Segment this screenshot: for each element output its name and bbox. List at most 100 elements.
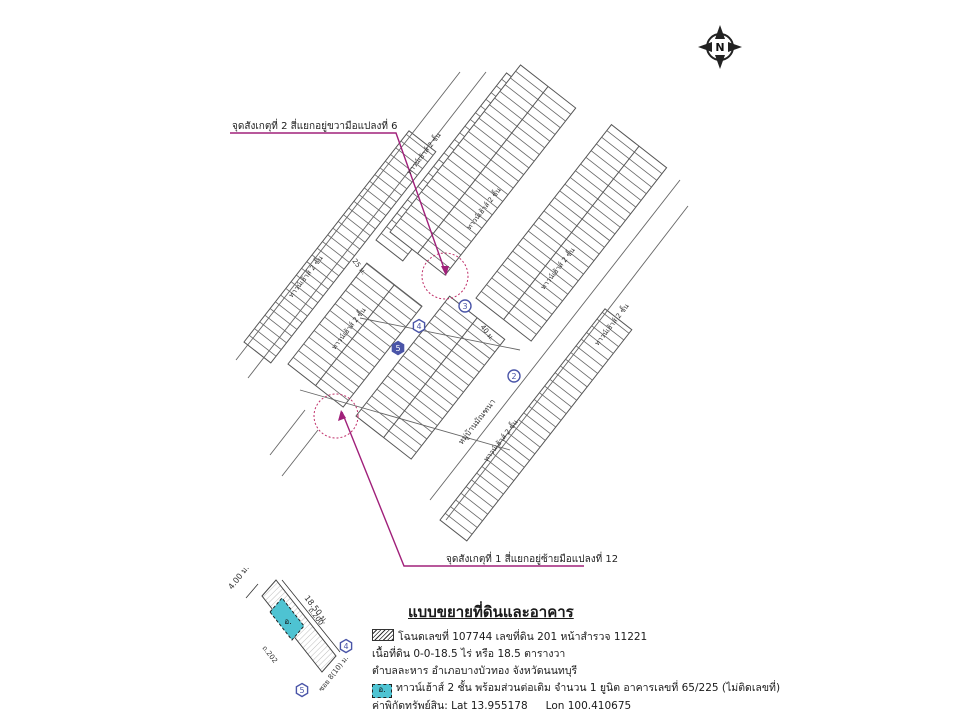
north-label: N (715, 41, 724, 54)
lot-divider (290, 281, 319, 303)
lot-divider (395, 147, 423, 170)
lot-divider (269, 308, 298, 330)
lot-divider (533, 399, 562, 421)
road-edge (429, 179, 681, 501)
lot-divider (575, 345, 604, 368)
lot-divider (296, 274, 324, 297)
lot-divider (450, 506, 478, 528)
lot-divider (248, 334, 277, 357)
lot-divider (507, 432, 536, 455)
lot-divider (565, 358, 593, 381)
legend-deed-line: โฉนดเลขที่ 107744 เลขที่ดิน 201 หน้าสำรว… (372, 628, 647, 645)
row-backline (417, 86, 549, 254)
parcel-blocks (243, 64, 668, 542)
callout-point1-text: จุดสังเกตุที่ 1 สี่แยกอยู่ซ้ายมือแปลงที่… (446, 551, 618, 565)
lot-divider (596, 318, 625, 341)
lot-divider (549, 379, 577, 401)
marker-2: 2 (507, 369, 521, 383)
row-backline (383, 317, 478, 438)
lot-divider (497, 446, 525, 468)
lot-divider (586, 332, 614, 354)
lot-divider (317, 247, 345, 270)
legend-location-line: ตำบลละหาร อำเภอบางบัวทอง จังหวัดนนทบุรี (372, 665, 578, 677)
legend-coord-line: ค่าพิกัดทรัพย์สิน: Lat 13.955178 Lon 100.… (372, 697, 631, 714)
intersection-circle-top (421, 252, 469, 300)
lot-divider (374, 174, 402, 196)
legend-unit-text: ทาวน์เฮ้าส์ 2 ชั้น พร้อมส่วนต่อเติม จำนว… (396, 682, 781, 694)
coord-lat: Lat 13.955178 (451, 700, 528, 712)
svg-text:4: 4 (343, 642, 348, 651)
lot-divider (444, 512, 473, 535)
lot-divider (285, 288, 313, 310)
hatch-swatch-icon (372, 629, 394, 641)
road-edge (247, 71, 487, 379)
lot-divider (369, 180, 397, 203)
lot-divider (306, 261, 334, 283)
lot-divider (471, 479, 499, 502)
lot-row (439, 308, 633, 542)
lot-divider (390, 154, 418, 176)
legend-deed-text: โฉนดเลขที่ 107744 เลขที่ดิน 201 หน้าสำรว… (398, 631, 648, 643)
lot-divider (275, 301, 303, 324)
inset-unit-highlight (269, 597, 305, 641)
lot-divider (591, 325, 619, 348)
road-edge (269, 409, 306, 456)
legend-area-line: เนื้อที่ดิน 0-0-18.5 ไร่ หรือ 18.5 ตาราง… (372, 648, 566, 660)
lot-divider (523, 412, 551, 435)
inset-dim-width: 4.00 ม. (226, 563, 250, 591)
lot-divider (301, 268, 329, 290)
legend-title: แบบขยายที่ดินและอาคาร (408, 603, 574, 621)
lot-divider (380, 232, 409, 255)
lot-divider (337, 221, 366, 243)
lot-divider (358, 194, 387, 216)
road-edge (299, 389, 511, 451)
lot-divider (455, 499, 483, 522)
lot-divider (601, 312, 630, 334)
lot-divider (385, 160, 413, 183)
lot-divider (502, 439, 530, 461)
callout-point2: จุดสังเกตุที่ 2 สี่แยกอยู่ขวามือแปลงที่ … (230, 118, 449, 276)
callout-point2-text: จุดสังเกตุที่ 2 สี่แยกอยู่ขวามือแปลงที่ … (232, 118, 398, 132)
lot-divider (544, 385, 572, 408)
marker-5: 5 (391, 340, 405, 356)
lot-divider (343, 214, 371, 236)
coord-lon: Lon 100.410675 (545, 700, 632, 712)
inset-parcel-diagram: อ. 4.00 ม. 18.50 ม. ถ.200 ถ.202 ซอย 8(10… (226, 563, 353, 698)
lot-divider (311, 254, 340, 277)
lot-divider (554, 372, 583, 394)
road-edge (359, 317, 521, 351)
row-backline (503, 145, 640, 320)
lot-divider (332, 227, 361, 250)
lot-divider (348, 207, 376, 230)
lot-divider (518, 419, 546, 441)
road-edge (235, 71, 461, 361)
lot-divider (353, 201, 381, 223)
marker-3: 3 (458, 299, 472, 313)
legend-unit-line: อ. ทาวน์เฮ้าส์ 2 ชั้น พร้อมส่วนต่อเติม จำ… (372, 679, 780, 698)
lot-divider (513, 425, 541, 448)
unit-swatch-icon: อ. (372, 684, 392, 698)
lot-divider (465, 486, 494, 508)
inset-marker-5: 5 (295, 682, 309, 698)
lot-divider (570, 352, 598, 374)
coord-label: ค่าพิกัดทรัพย์สิน: (372, 700, 448, 712)
lot-divider (254, 328, 282, 350)
svg-text:2: 2 (511, 372, 516, 381)
lot-divider (560, 365, 588, 388)
inset-road-202: ถ.202 (260, 644, 279, 665)
lot-divider (528, 405, 557, 428)
svg-text:4: 4 (416, 322, 421, 331)
intersection-circle-bottom (313, 393, 359, 439)
road-outlines (235, 71, 689, 521)
lot-divider (486, 459, 515, 481)
inset-marker-4: 4 (339, 638, 353, 654)
lot-divider (539, 392, 567, 414)
lot-divider (476, 472, 504, 495)
lot-divider (379, 167, 408, 190)
marker-4: 4 (412, 318, 426, 334)
svg-text:5: 5 (299, 686, 304, 695)
callout-point1: จุดสังเกตุที่ 1 สี่แยกอยู่ซ้ายมือแปลงที่… (338, 410, 618, 567)
lot-divider (280, 294, 308, 317)
lot-divider (405, 134, 434, 156)
